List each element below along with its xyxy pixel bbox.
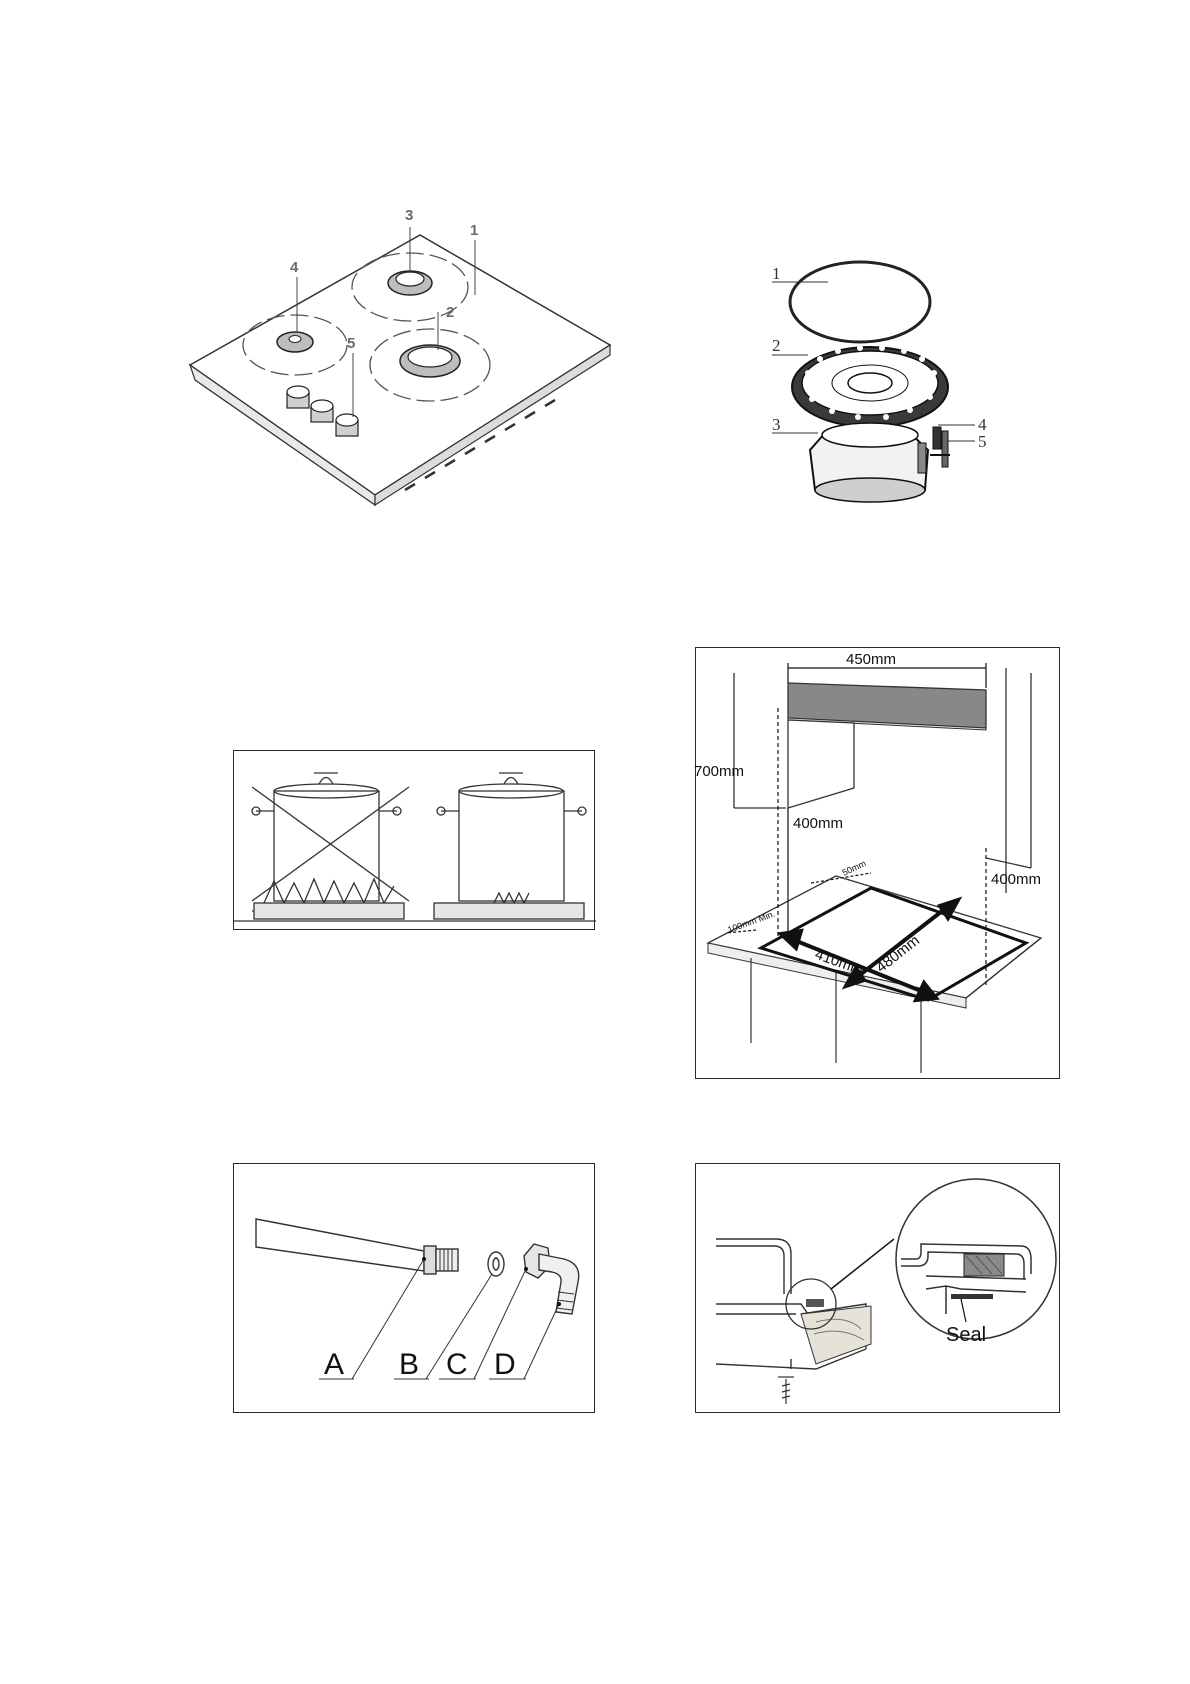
callout-5: 5	[347, 335, 355, 352]
burner-callout-5: 5	[978, 432, 987, 451]
seal-detail-figure: Seal	[695, 1163, 1060, 1413]
burner-callout-3: 3	[772, 415, 781, 434]
label-c: C	[446, 1348, 468, 1381]
label-d: D	[494, 1348, 516, 1381]
hob-overview-figure: 3 1 2 4 5	[188, 205, 630, 515]
dim-rear-clearance: 50mm	[841, 858, 868, 878]
burner-callout-1: 1	[772, 264, 781, 283]
burner-callout-2: 2	[772, 336, 781, 355]
label-a: A	[324, 1348, 344, 1381]
callout-1: 1	[470, 222, 478, 239]
dim-hood-width: 450mm	[846, 651, 896, 668]
burner-exploded-figure: 1 2 3 4 5	[770, 255, 1000, 520]
dim-side-clearance: 400mm	[991, 871, 1041, 888]
callout-3: 3	[405, 207, 413, 224]
gas-connection-figure: A B C D	[233, 1163, 595, 1413]
callout-4: 4	[290, 259, 299, 276]
installation-clearance-figure: 450mm 700mm 400mm 400mm 50mm 100mm Min. …	[694, 647, 1060, 1079]
callout-2: 2	[446, 304, 454, 321]
dim-wall-cabinet-clearance: 400mm	[793, 815, 843, 832]
label-b: B	[399, 1348, 419, 1381]
pot-sizing-figure	[233, 750, 596, 930]
dim-hood-height: 700mm	[694, 763, 744, 780]
seal-label: Seal	[946, 1324, 986, 1346]
burner-callout-4: 4	[978, 415, 987, 434]
